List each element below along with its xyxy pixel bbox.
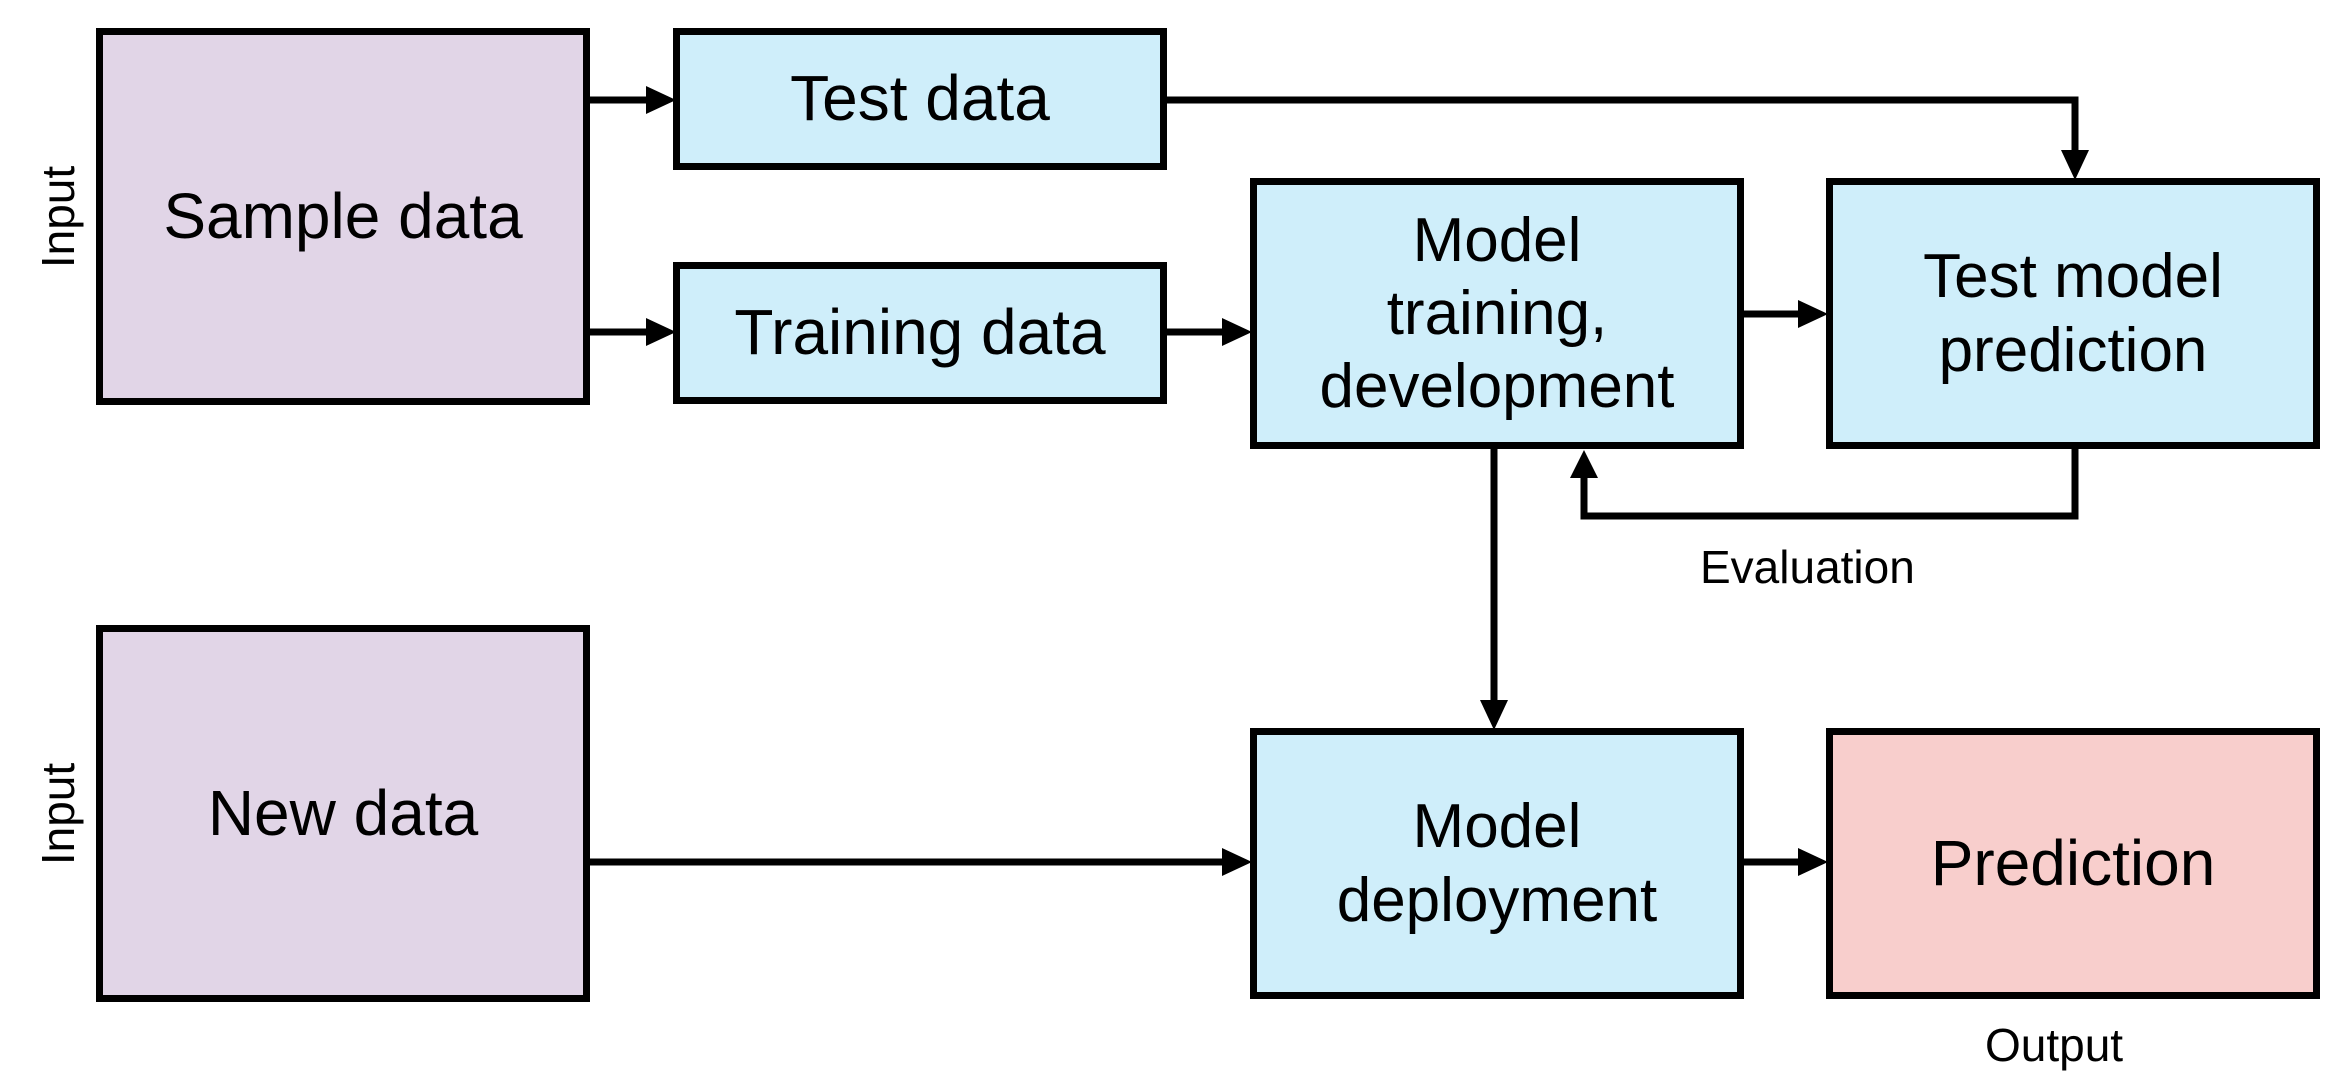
edge-new-to-deployment <box>590 848 1252 876</box>
node-sample-data: Sample data <box>96 28 590 405</box>
edge-model-to-deployment <box>1480 449 1508 730</box>
input-label-top: Input <box>32 165 84 269</box>
edge-model-to-test-model <box>1744 300 1828 328</box>
node-new-data-label: New data <box>207 776 479 849</box>
node-model-training: Model training, development <box>1250 178 1744 449</box>
output-label: Output <box>1985 1019 2124 1071</box>
node-test-data-label: Test data <box>790 62 1050 135</box>
node-model-training-label: Model training, development <box>1319 205 1675 422</box>
node-test-data: Test data <box>673 28 1167 170</box>
node-model-deployment-label: Model deployment <box>1336 792 1658 935</box>
edge-sample-to-training <box>590 318 676 346</box>
edge-sample-to-test <box>590 86 676 114</box>
edge-training-to-model <box>1167 318 1252 346</box>
evaluation-label: Evaluation <box>1700 541 1915 593</box>
edge-evaluation-loop <box>1570 449 2079 520</box>
node-prediction: Prediction <box>1826 728 2320 999</box>
edge-deployment-to-prediction <box>1744 848 1828 876</box>
node-training-data-label: Training data <box>734 296 1106 369</box>
node-new-data: New data <box>96 625 590 1002</box>
node-prediction-label: Prediction <box>1930 826 2216 899</box>
edge-test-to-test-model <box>1167 96 2089 180</box>
node-sample-data-label: Sample data <box>163 179 523 252</box>
node-training-data: Training data <box>673 262 1167 404</box>
node-model-deployment: Model deployment <box>1250 728 1744 999</box>
node-test-model-prediction-label: Test model prediction <box>1923 242 2223 385</box>
input-label-bottom: Input <box>32 762 84 866</box>
node-test-model-prediction: Test model prediction <box>1826 178 2320 449</box>
